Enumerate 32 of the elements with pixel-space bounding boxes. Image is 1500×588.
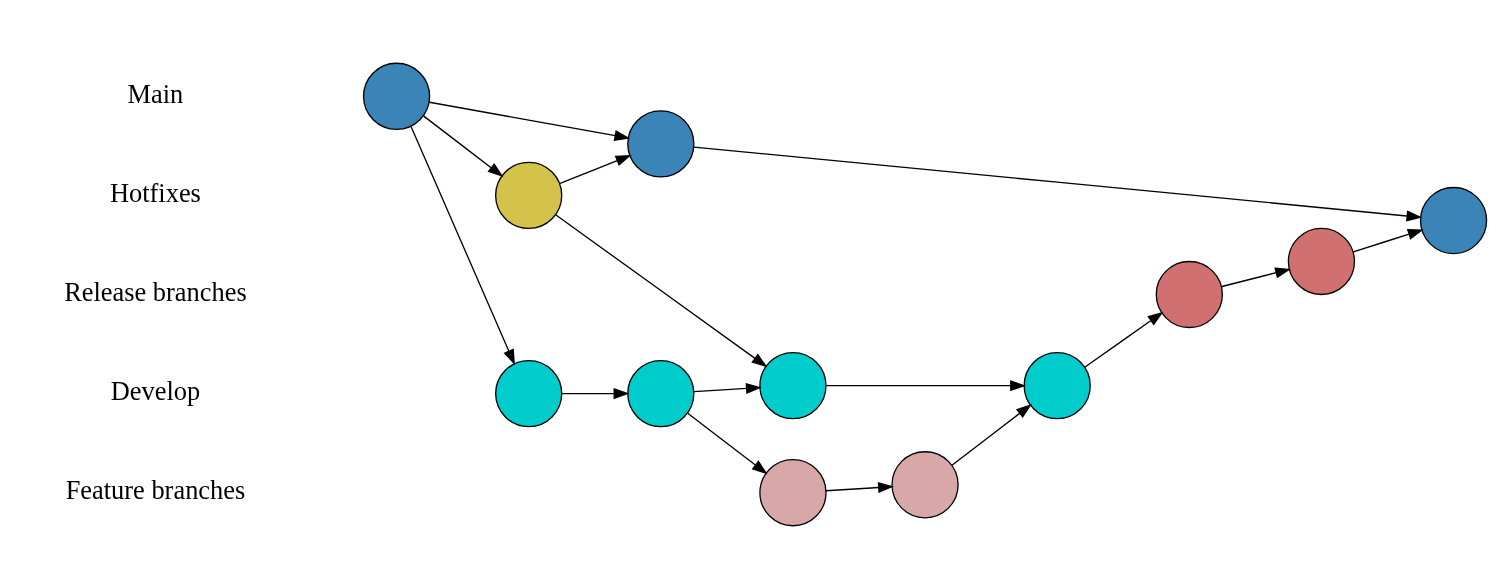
node-circle bbox=[1155, 260, 1223, 328]
label: Release branches bbox=[64, 276, 247, 307]
node-circle bbox=[362, 62, 431, 130]
arrow bbox=[559, 154, 632, 184]
node-circle bbox=[759, 458, 827, 526]
node-circle bbox=[1287, 227, 1356, 295]
node-circle bbox=[1419, 186, 1488, 254]
label: Develop bbox=[110, 375, 201, 406]
arrow bbox=[555, 213, 768, 367]
node-circle bbox=[1023, 351, 1091, 419]
arrow bbox=[1084, 311, 1164, 368]
arrow bbox=[410, 125, 515, 365]
node-circle bbox=[495, 359, 563, 427]
arrow bbox=[422, 114, 504, 177]
label: Feature branches bbox=[65, 474, 246, 505]
arrow bbox=[687, 412, 768, 474]
node-circle bbox=[891, 450, 959, 518]
arrow bbox=[693, 145, 1423, 221]
node-circle bbox=[495, 161, 563, 229]
arrow bbox=[1352, 228, 1424, 252]
node-circle bbox=[759, 351, 827, 419]
node-circle bbox=[627, 109, 695, 178]
node-circle bbox=[627, 359, 695, 427]
arrow bbox=[1221, 266, 1291, 287]
arrow bbox=[693, 382, 762, 394]
label: Main bbox=[127, 78, 184, 109]
arrow bbox=[561, 387, 630, 399]
arrow bbox=[825, 481, 894, 493]
arrow bbox=[428, 101, 631, 141]
arrow bbox=[951, 403, 1032, 466]
arrow bbox=[825, 379, 1026, 391]
label: Hotfixes bbox=[109, 177, 201, 208]
